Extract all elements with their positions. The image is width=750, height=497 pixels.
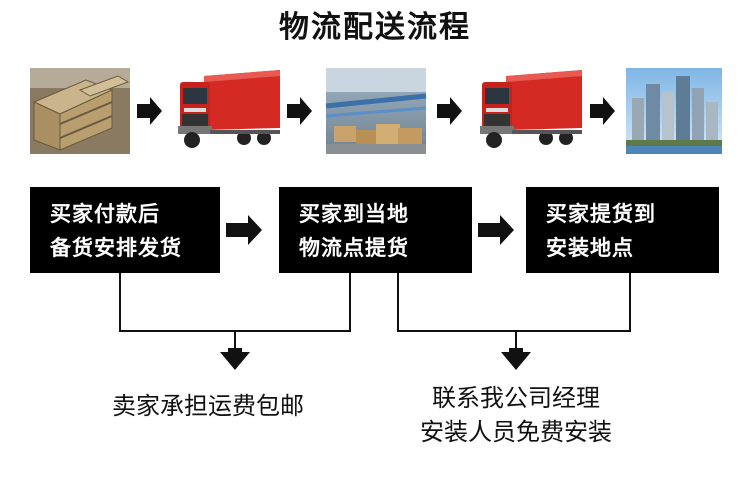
arrow-right-icon — [226, 215, 262, 245]
arrow-right-icon — [287, 97, 312, 125]
arrow-right-icon — [590, 97, 615, 125]
step-box-2: 买家到当地 物流点提货 — [279, 187, 472, 273]
step-1-line1: 买家付款后 — [50, 202, 160, 226]
connector-lines — [119, 273, 631, 350]
step-2-line1: 买家到当地 — [299, 202, 409, 226]
city-photo — [626, 68, 722, 154]
photo-arrows — [137, 97, 615, 125]
truck-photo-2 — [476, 68, 582, 154]
crates-photo — [30, 68, 130, 154]
arrow-right-icon — [478, 215, 514, 245]
caption-left: 卖家承担运费包邮 — [112, 392, 304, 420]
page-title: 物流配送流程 — [279, 10, 471, 45]
arrow-right-icon — [437, 97, 462, 125]
warehouse-photo — [325, 68, 427, 154]
arrow-right-icon — [137, 97, 162, 125]
caption-right-line2: 安装人员免费安装 — [420, 418, 612, 446]
step-2-line2: 物流点提货 — [299, 236, 409, 260]
arrow-down-icon — [220, 348, 250, 370]
step-box-3: 买家提货到 安装地点 — [526, 187, 719, 273]
step-box-1: 买家付款后 备货安排发货 — [30, 187, 220, 273]
truck-photo-1 — [174, 68, 280, 154]
down-arrows — [220, 348, 531, 370]
caption-right-line1: 联系我公司经理 — [432, 384, 600, 412]
step-1-line2: 备货安排发货 — [50, 236, 182, 260]
arrow-down-icon — [501, 348, 531, 370]
step-3-line1: 买家提货到 — [546, 202, 656, 226]
step-arrows — [226, 215, 514, 245]
step-3-line2: 安装地点 — [546, 236, 634, 260]
